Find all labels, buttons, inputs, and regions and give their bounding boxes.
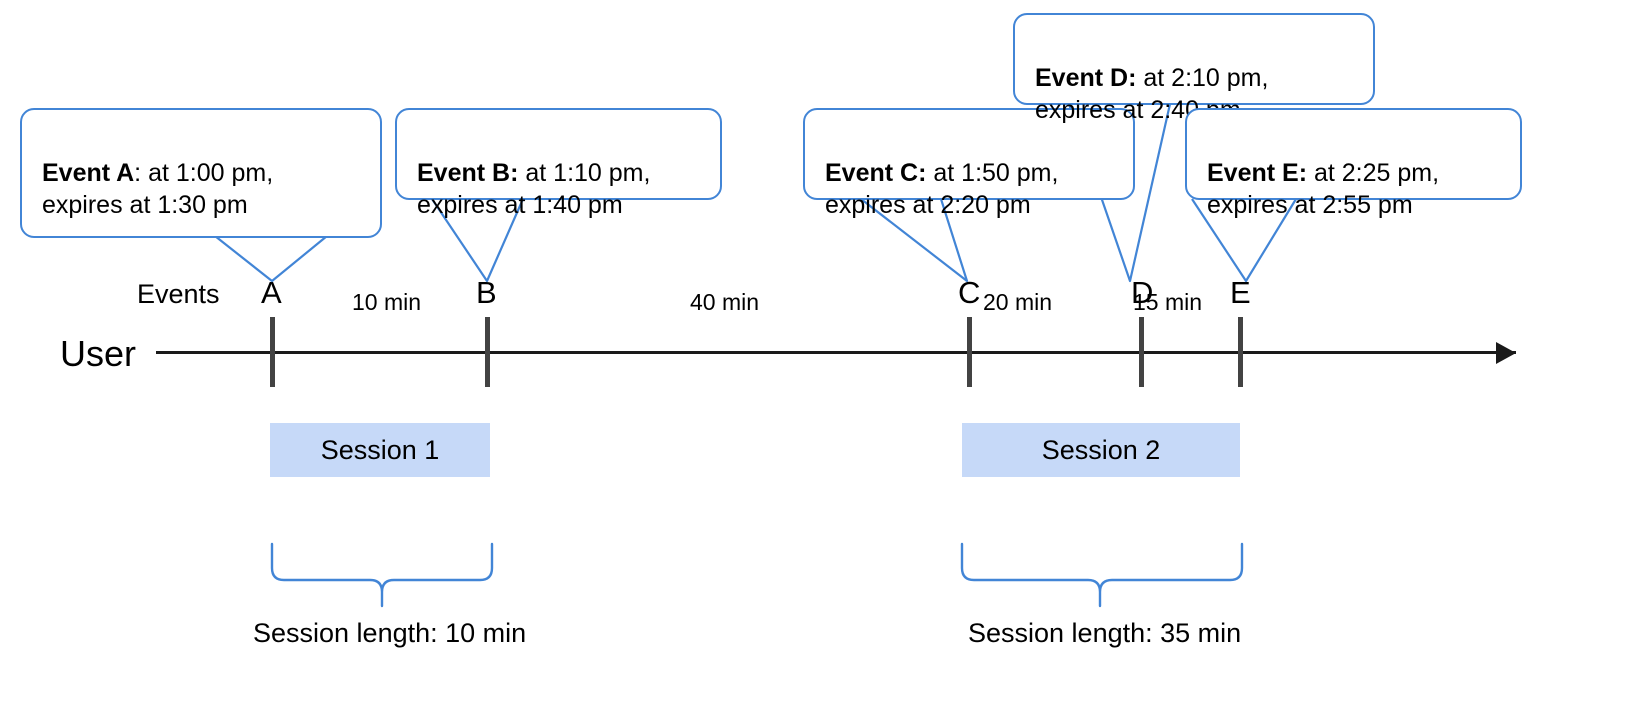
callout-event-c-separator: : — [918, 158, 927, 187]
callout-event-d-separator: : — [1128, 63, 1137, 92]
session-1-length-label: Session length: 10 min — [253, 618, 527, 648]
timeline-axis-line — [156, 351, 1516, 354]
callout-event-e-title: Event E — [1207, 158, 1299, 187]
session-box-2-label: Session 2 — [1041, 434, 1161, 465]
interval-label-c-d: 20 min — [983, 289, 1053, 315]
timeline-axis-arrowhead — [1496, 342, 1516, 364]
axis-events-label: Events — [137, 279, 220, 309]
session-box-1[interactable]: Session 1 — [270, 423, 490, 477]
event-marker-label-d: D — [1131, 275, 1154, 310]
event-tick-b[interactable] — [485, 317, 490, 387]
callout-event-e-separator: : — [1298, 158, 1308, 187]
session-2-brace — [960, 542, 1244, 608]
callout-event-b-separator: : — [510, 158, 519, 187]
event-marker-label-a: A — [261, 275, 282, 310]
callout-event-a-separator: : — [134, 158, 142, 187]
event-tick-e[interactable] — [1238, 317, 1243, 387]
interval-label-b-c: 40 min — [690, 289, 760, 315]
session-1-brace — [270, 542, 494, 608]
interval-label-a-b: 10 min — [352, 289, 422, 315]
callout-event-c-title: Event C — [825, 158, 919, 187]
callout-event-d[interactable]: Event D: at 2:10 pm, expires at 2:40 pm — [1013, 13, 1375, 124]
session-2-length-label: Session length: 35 min — [968, 618, 1242, 648]
callout-event-a-title: Event A — [42, 158, 135, 187]
event-marker-label-e: E — [1230, 275, 1251, 310]
event-tick-c[interactable] — [967, 317, 972, 387]
callout-event-d-title: Event D — [1035, 63, 1129, 92]
axis-row-label-user: User — [60, 333, 137, 374]
event-tick-a[interactable] — [270, 317, 275, 387]
interval-label-d-e: 15 min — [1133, 289, 1203, 315]
event-tick-d[interactable] — [1139, 317, 1144, 387]
callout-event-a-detail: at 1:00 pm, expires at 1:30 pm — [42, 158, 274, 220]
callout-event-b-title: Event B — [417, 158, 511, 187]
callout-event-e[interactable]: Event E: at 2:25 pm, expires at 2:55 pm — [1185, 108, 1522, 219]
callout-event-b[interactable]: Event B: at 1:10 pm, expires at 1:40 pm — [395, 108, 722, 219]
session-box-2[interactable]: Session 2 — [962, 423, 1240, 477]
session-box-1-label: Session 1 — [320, 434, 440, 465]
event-marker-label-c: C — [958, 275, 981, 310]
callout-event-a[interactable]: Event A: at 1:00 pm, expires at 1:30 pm — [20, 108, 382, 238]
event-marker-label-b: B — [476, 275, 497, 310]
